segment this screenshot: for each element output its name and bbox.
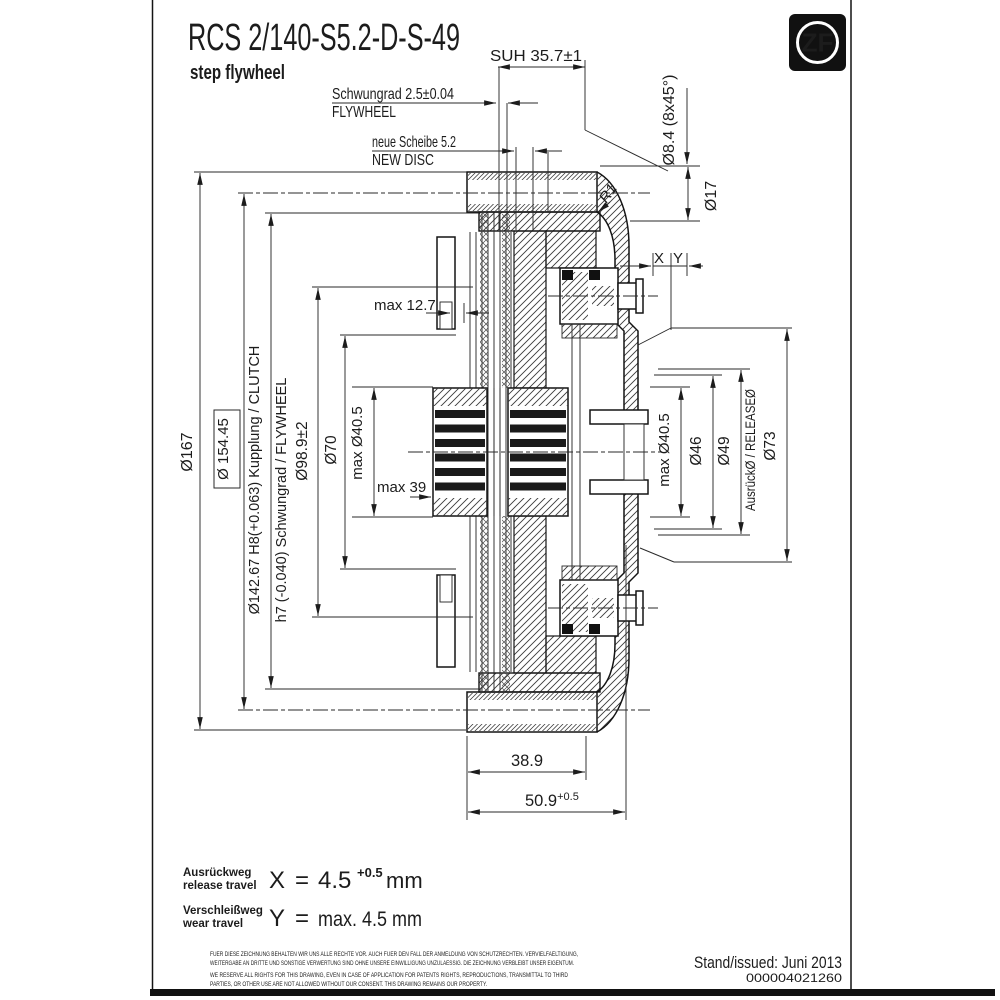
flywheel-rim-top <box>466 171 598 213</box>
x-eq: = <box>295 867 309 894</box>
dimension-d98: Ø98.9±2 <box>294 286 473 618</box>
scheibe-label: neue Scheibe 5.2 <box>372 134 456 151</box>
dimension-d70: Ø70 <box>323 334 456 570</box>
issue-block: Stand/issued: Juni 2013 000004021260 <box>694 953 842 985</box>
len389-label: 38.9 <box>511 752 543 770</box>
zf-logo-ring <box>796 21 839 64</box>
travel-table: Ausrückweg release travel X = 4.5 +0.5 m… <box>182 865 423 932</box>
y-en-label: wear travel <box>182 918 243 930</box>
release-bearing-lower <box>559 565 644 637</box>
dimension-len127: max 12.7 <box>374 297 489 323</box>
len509-label: 50.9+0.5 <box>525 791 579 810</box>
issue-date: Stand/issued: Juni 2013 <box>694 953 842 972</box>
d40-left-label: max Ø40.5 <box>349 406 366 479</box>
dimension-len509: 50.9+0.5 <box>466 545 627 820</box>
x-val: 4.5 <box>318 867 351 894</box>
len509-value: 50.9 <box>525 792 557 810</box>
y-de-label: Verschleißweg <box>183 905 263 917</box>
disc-segment-left <box>436 236 456 668</box>
d142-label-line1: Ø142.67 H8(+0.063) Kupplung / CLUTCH <box>247 346 263 615</box>
centerlines <box>238 192 662 711</box>
legal-de2: WEITERGABE AN DRITTE UND SONSTIGE VERWER… <box>210 960 574 967</box>
d17-label: Ø17 <box>703 181 720 211</box>
dimension-d73: Ø73 <box>637 327 792 563</box>
y-val: max. 4.5 mm <box>318 908 422 931</box>
dimension-d46: Ø46 <box>654 374 722 530</box>
x-var: X <box>269 867 285 894</box>
d46-label: Ø46 <box>688 436 705 465</box>
dimension-d142: Ø142.67 H8(+0.063) Kupplung / CLUTCH h7 … <box>247 212 479 690</box>
d167-label: Ø167 <box>179 432 196 471</box>
legal-block: FUER DIESE ZEICHNUNG BEHALTEN WIR UNS AL… <box>210 951 578 988</box>
x-tol: +0.5 <box>357 865 383 880</box>
suh-label: SUH 35.7±1 <box>490 48 582 65</box>
sheet-frame <box>150 0 995 996</box>
drawing-number: RCS 2/140-S5.2-D-S-49 <box>188 17 460 59</box>
flywheel-friction-surface-bottom <box>478 672 601 693</box>
legal-en2: PARTIES, OR OTHER USE ARE NOT ALLOWED WI… <box>210 981 487 988</box>
new-disc-label: NEW DISC <box>372 152 434 169</box>
zf-logo-text: ZF <box>802 28 834 58</box>
hole-chamfer-label: Ø8.4 (8x45°) <box>661 75 678 166</box>
zf-logo: ZF <box>789 14 846 71</box>
dimension-len39: max 39 <box>377 479 431 500</box>
title-block: RCS 2/140-S5.2-D-S-49 step flywheel <box>188 17 460 84</box>
release-fork-tab-upper <box>589 409 649 425</box>
dimension-d40-left: max Ø40.5 <box>349 386 433 518</box>
dimension-d154: Ø 154.45 <box>213 194 247 709</box>
d73-label: Ø73 <box>762 431 779 460</box>
flywheel-friction-surface-top <box>478 211 601 232</box>
len127-label: max 12.7 <box>374 297 436 314</box>
release-fork-tab-lower <box>589 479 649 495</box>
dimension-d167: Ø167 <box>179 171 467 731</box>
schwungrad-label: Schwungrad 2.5±0.04 <box>332 86 454 103</box>
dimension-scheibe: neue Scheibe 5.2 NEW DISC <box>372 134 562 169</box>
dimension-d49: Ø49 AusrückØ / RELEASEØ <box>658 368 758 536</box>
d40-right-label: max Ø40.5 <box>656 413 673 486</box>
dimension-xy-travel: X Y <box>620 250 703 330</box>
drawing-title: step flywheel <box>190 62 285 84</box>
clutch-assembly <box>432 171 649 733</box>
len39-label: max 39 <box>377 479 426 496</box>
flywheel-rim-bottom <box>466 691 598 733</box>
y-eq: = <box>295 905 309 932</box>
dimension-d17: Ø17 <box>600 165 720 222</box>
x-label: X <box>654 250 664 267</box>
dimension-suh: SUH 35.7±1 <box>490 48 669 172</box>
d142-label-line2: h7 (-0.040) Schwungrad / FLYWHEEL <box>274 378 290 623</box>
d49-label: Ø49 <box>716 436 733 465</box>
d70-label: Ø70 <box>323 435 340 465</box>
legal-de1: FUER DIESE ZEICHNUNG BEHALTEN WIR UNS AL… <box>210 951 578 958</box>
x-de-label: Ausrückweg <box>183 867 251 879</box>
dimension-schwungrad: Schwungrad 2.5±0.04 FLYWHEEL <box>332 86 538 121</box>
y-label: Y <box>673 250 683 267</box>
issue-number: 000004021260 <box>746 971 842 985</box>
x-en-label: release travel <box>183 880 257 892</box>
flywheel-label: FLYWHEEL <box>332 104 396 121</box>
release-label: AusrückØ / RELEASEØ <box>742 389 758 511</box>
dimension-len389: 38.9 <box>466 736 587 780</box>
x-unit: mm <box>386 868 423 893</box>
y-var: Y <box>269 905 285 932</box>
legal-en1: WE RESERVE ALL RIGHTS FOR THIS DRAWING, … <box>210 972 568 979</box>
d154-label: Ø 154.45 <box>215 418 232 480</box>
d98-label: Ø98.9±2 <box>294 421 311 480</box>
dimension-d40-right: max Ø40.5 <box>650 386 690 518</box>
dimension-hole-chamfer: Ø8.4 (8x45°) <box>661 75 690 166</box>
len509-tol: +0.5 <box>557 791 579 803</box>
measurement-planes <box>498 67 549 230</box>
clutch-disc-pack <box>469 213 512 691</box>
